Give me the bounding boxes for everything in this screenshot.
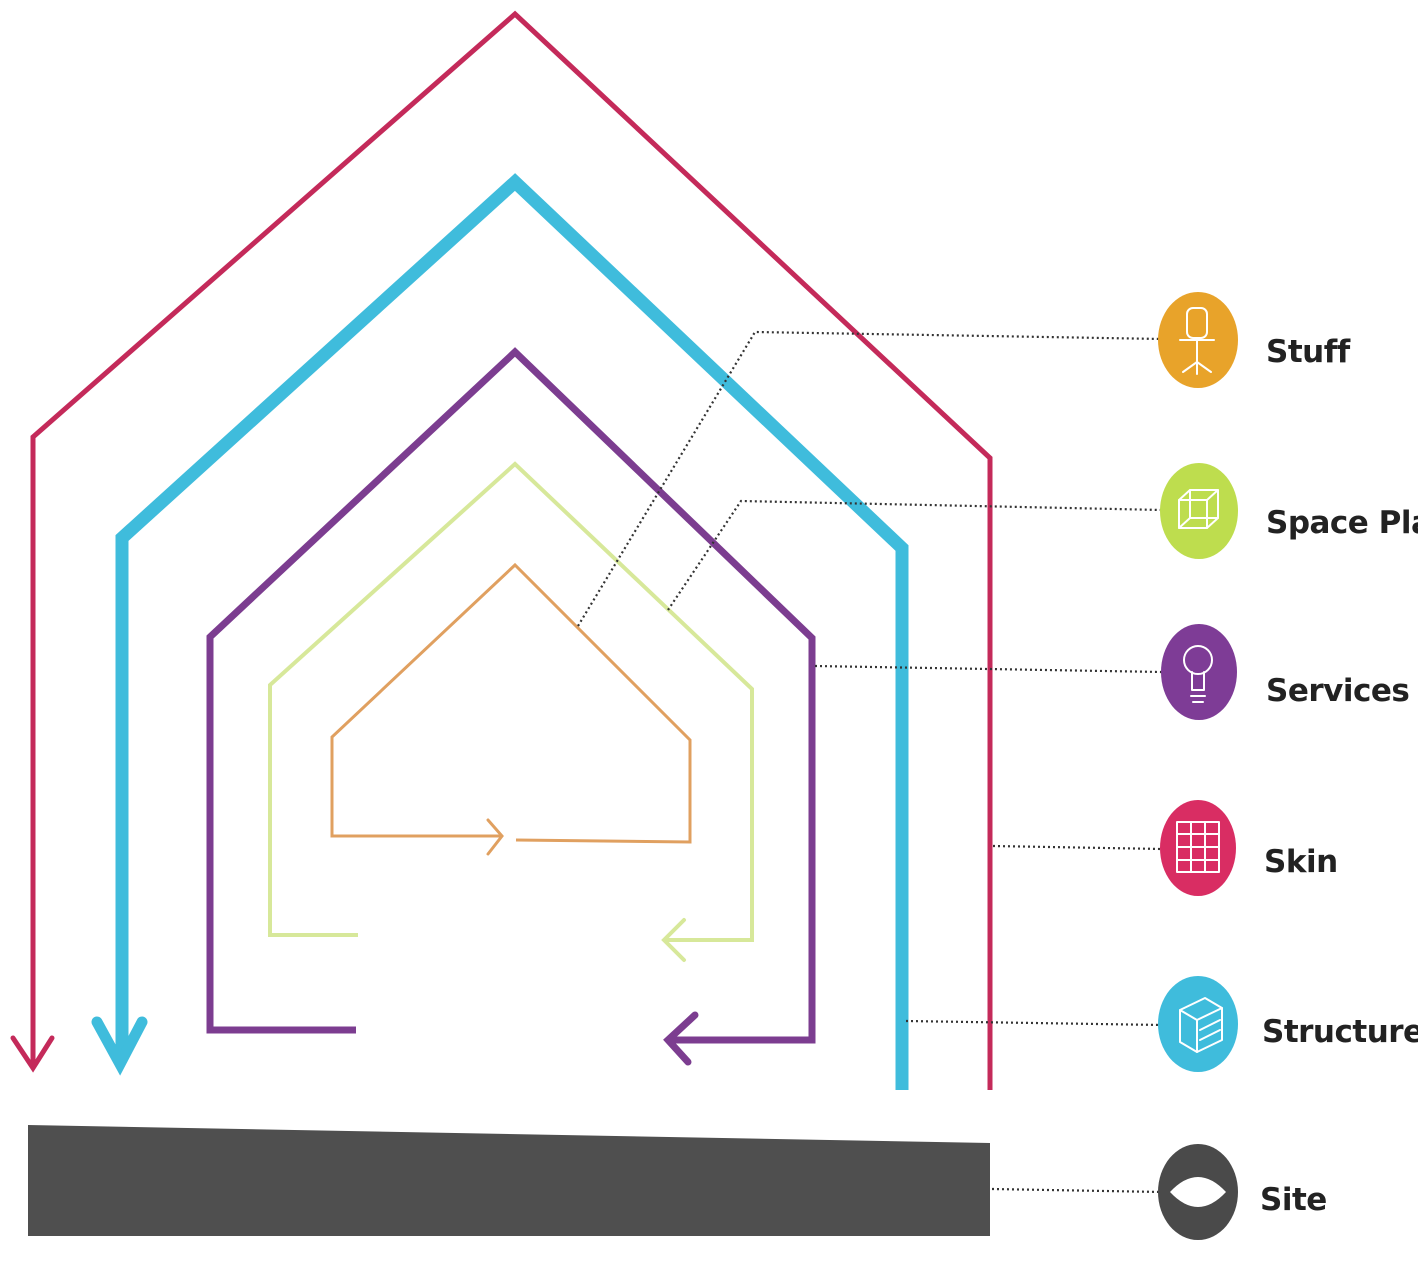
- terrain-icon: [1158, 1144, 1238, 1240]
- skin-label: Skin: [1264, 844, 1338, 880]
- site-leader-line: [991, 1187, 1163, 1194]
- space-plan-layer-path: [268, 461, 754, 962]
- structure-layer-path: [91, 173, 909, 1090]
- space-plan-leader-line: [667, 499, 1163, 611]
- office-chair-icon: [1158, 292, 1238, 388]
- stuff-leader-line: [577, 330, 1163, 627]
- space-plan-label: Space Plan: [1266, 505, 1418, 541]
- window-grid-icon: [1160, 800, 1236, 896]
- light-bulb-icon: [1161, 624, 1237, 720]
- structure-label: Structure: [1262, 1014, 1418, 1050]
- site-label: Site: [1260, 1182, 1327, 1218]
- stuff-label: Stuff: [1266, 334, 1351, 370]
- building-frame-icon: [1158, 976, 1238, 1072]
- services-label: Services: [1266, 673, 1409, 709]
- skin-leader-line: [992, 844, 1163, 851]
- stuff-layer-path: [330, 562, 692, 856]
- services-layer-path: [206, 347, 816, 1066]
- wireframe-cube-icon: [1160, 463, 1238, 559]
- site-ground-block: [28, 1125, 990, 1236]
- structure-leader-line: [905, 1019, 1163, 1027]
- skin-layer-path: [10, 10, 993, 1090]
